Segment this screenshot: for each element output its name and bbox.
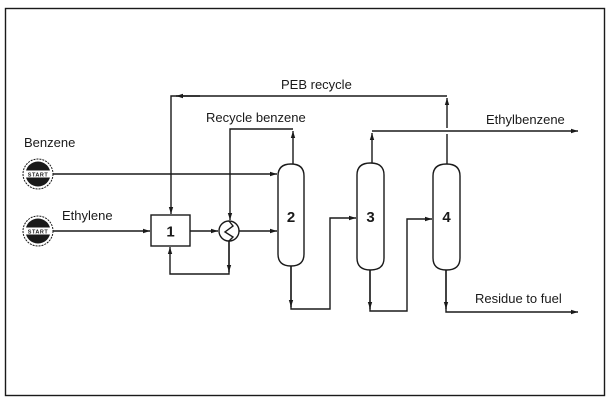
svg-text:4: 4: [442, 209, 451, 226]
heat-exchanger-icon: [218, 220, 240, 242]
recycle-benzene-label: Recycle benzene: [206, 110, 306, 125]
column-2: 2: [277, 163, 305, 267]
svg-text:3: 3: [366, 209, 374, 226]
svg-text:START: START: [28, 229, 49, 235]
svg-text:START: START: [28, 172, 49, 178]
residue-label: Residue to fuel: [475, 291, 562, 306]
ethylbenzene-label: Ethylbenzene: [486, 112, 565, 127]
ethylene-feed-label: Ethylene: [62, 208, 113, 223]
ethylene-start-icon: START: [22, 215, 54, 247]
benzene-start-icon: START: [22, 158, 54, 190]
peb-recycle-line: [168, 95, 447, 214]
column-4: 4: [432, 163, 461, 271]
reactor-unit-1: 1: [150, 214, 191, 247]
svg-text:2: 2: [287, 209, 295, 226]
benzene-feed-label: Benzene: [24, 135, 75, 150]
recycle-benzene-line: [227, 128, 293, 220]
diagram-frame: [4, 7, 606, 397]
column-3: 3: [356, 162, 385, 271]
peb-recycle-label: PEB recycle: [281, 77, 352, 92]
svg-text:1: 1: [166, 224, 174, 241]
